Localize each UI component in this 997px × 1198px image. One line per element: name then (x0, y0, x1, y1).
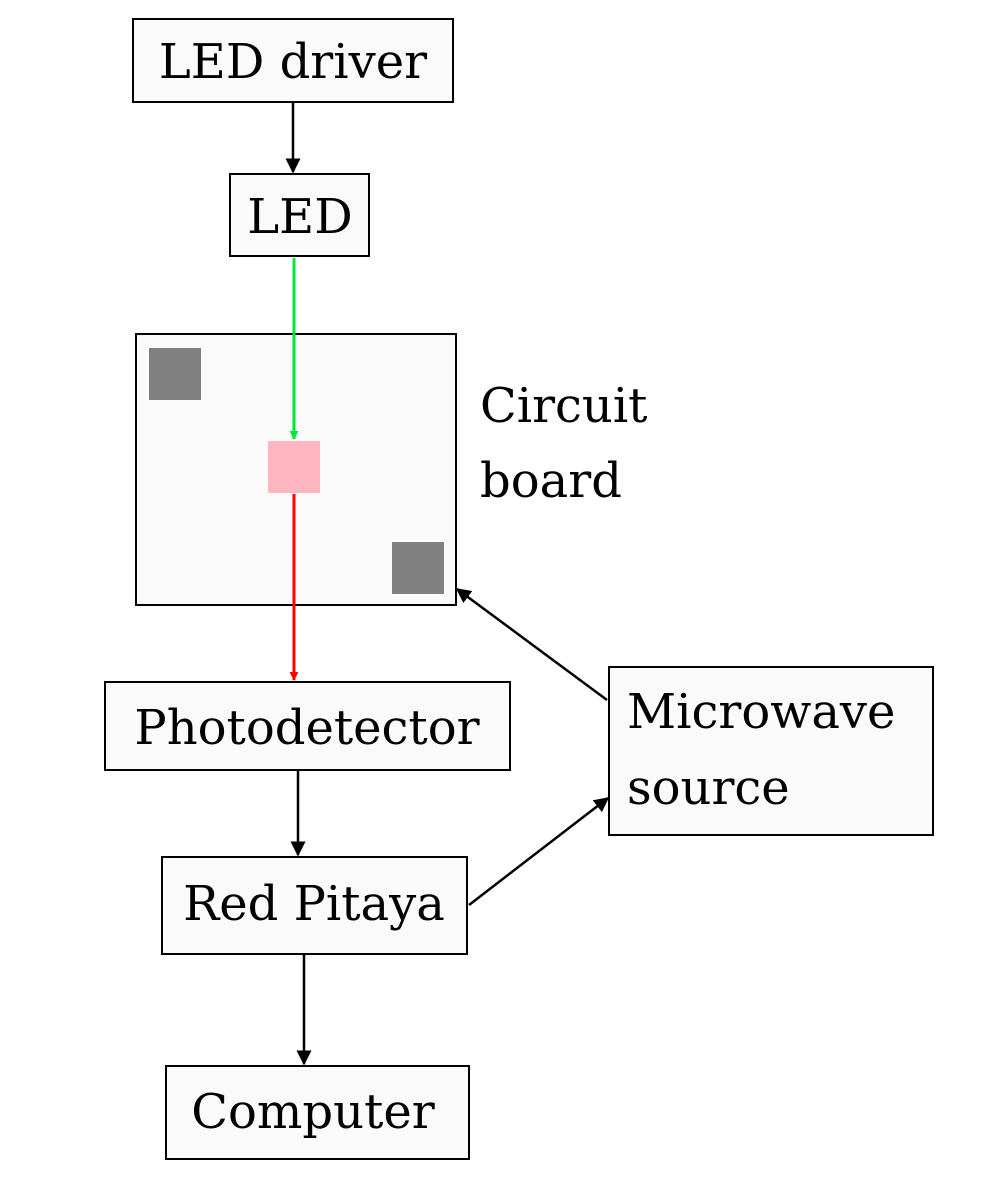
microwave-source-label-line1: Microwave (627, 684, 895, 740)
circuit-board-label-line2: board (480, 453, 622, 509)
led-driver-box (132, 18, 454, 103)
led-node: LED (229, 173, 370, 257)
photodetector-label: Photodetector (134, 700, 479, 756)
contact-pad-top-left (149, 348, 201, 400)
circuit-board-label-line1: Circuit (480, 378, 647, 434)
led-box (229, 173, 370, 257)
red-pitaya-box (161, 856, 468, 955)
microwave-source-label-line2: source (627, 760, 790, 816)
red-pitaya-node: Red Pitaya (161, 856, 468, 955)
microwave-source-box (608, 666, 934, 836)
arrow-microwave-source-to-circuit-board (455, 587, 608, 702)
photodetector-box (104, 681, 511, 771)
circuit-board-node: Circuit board (135, 333, 647, 606)
computer-label: Computer (191, 1084, 434, 1140)
photodetector-node: Photodetector (104, 681, 511, 771)
led-driver-node: LED driver (132, 18, 454, 103)
arrow-red-pitaya-to-microwave-source (468, 797, 610, 906)
computer-box (165, 1065, 470, 1160)
led-label: LED (247, 189, 352, 245)
microwave-source-node: Microwave source (608, 666, 934, 836)
sensor-sample (268, 441, 320, 493)
contact-pad-bottom-right (392, 542, 444, 594)
computer-node: Computer (165, 1065, 470, 1160)
red-pitaya-label: Red Pitaya (183, 876, 445, 932)
led-driver-label: LED driver (159, 34, 427, 90)
